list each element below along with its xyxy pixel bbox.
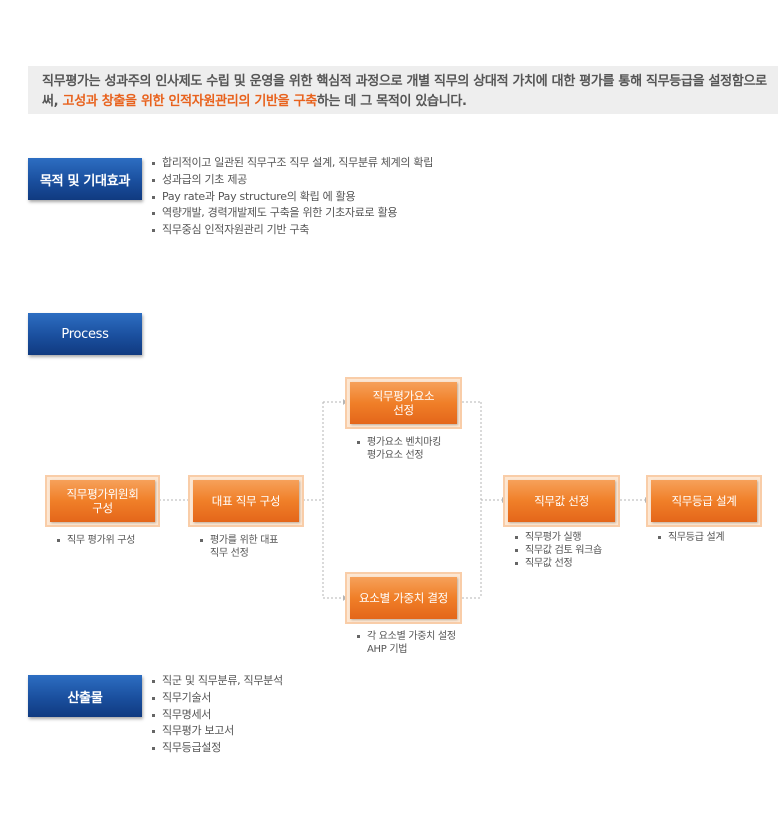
node-representative: 대표 직무 구성 [188, 475, 304, 527]
process-label: Process [28, 313, 142, 355]
purpose-item: 역량개발, 경력개발제도 구축을 위한 기초자료로 활용 [150, 205, 433, 222]
note-grade-item: 직무등급 설계 [656, 531, 725, 544]
note-representative-item: 평가를 위한 대표 직무 선정 [198, 534, 278, 560]
notes-representative: 평가를 위한 대표 직무 선정 [198, 534, 278, 560]
node-value: 직무값 선정 [503, 475, 620, 527]
node-grade-label: 직무등급 설계 [671, 494, 737, 508]
output-item: 직무명세서 [150, 707, 283, 724]
notes-weight: 각 요소별 가중치 설정 AHP 기법 [355, 630, 456, 656]
notes-committee: 직무 평가위 구성 [55, 534, 135, 547]
output-item: 직무등급설정 [150, 740, 283, 757]
purpose-label: 목적 및 기대효과 [28, 158, 142, 200]
note-weight-item: 각 요소별 가중치 설정 AHP 기법 [355, 630, 456, 656]
note-value-item: 직무평가 실행 [513, 531, 602, 544]
node-weight: 요소별 가중치 결정 [345, 572, 462, 624]
node-factor-label: 직무평가요소 선정 [372, 389, 435, 417]
intro-banner: 직무평가는 성과주의 인사제도 수립 및 운영을 위한 핵심적 과정으로 개별 … [28, 66, 778, 114]
node-committee-label: 직무평가위원회 구성 [66, 487, 139, 515]
purpose-item: 합리적이고 일관된 직무구조 직무 설계, 직무분류 체계의 확립 [150, 155, 433, 172]
note-value-item: 직무값 선정 [513, 557, 602, 570]
node-committee: 직무평가위원회 구성 [45, 475, 160, 527]
intro-text: 직무평가는 성과주의 인사제도 수립 및 운영을 위한 핵심적 과정으로 개별 … [42, 74, 767, 109]
output-label: 산출물 [28, 675, 142, 717]
node-value-label: 직무값 선정 [534, 494, 589, 508]
node-factor: 직무평가요소 선정 [345, 377, 462, 429]
output-item: 직군 및 직무분류, 직무분석 [150, 673, 283, 690]
intro-text-end: 하는 데 그 목적이 있습니다. [316, 94, 467, 109]
notes-grade: 직무등급 설계 [656, 531, 725, 544]
intro-highlight: 고성과 창출을 위한 인적자원관리의 기반을 구축 [62, 94, 318, 109]
node-representative-label: 대표 직무 구성 [211, 494, 281, 508]
purpose-item: Pay rate과 Pay structure의 확립 에 활용 [150, 189, 433, 206]
output-item: 직무평가 보고서 [150, 723, 283, 740]
node-grade: 직무등급 설계 [646, 475, 762, 527]
purpose-item: 직무중심 인적자원관리 기반 구축 [150, 222, 433, 239]
note-committee-item: 직무 평가위 구성 [55, 534, 135, 547]
output-item: 직무기술서 [150, 690, 283, 707]
note-factor-item: 평가요소 벤치마킹 평가요소 선정 [355, 436, 441, 462]
notes-factor: 평가요소 벤치마킹 평가요소 선정 [355, 436, 441, 462]
node-weight-label: 요소별 가중치 결정 [359, 591, 448, 605]
purpose-item: 성과급의 기초 제공 [150, 172, 433, 189]
note-value-item: 직무값 검토 워크숍 [513, 544, 602, 557]
